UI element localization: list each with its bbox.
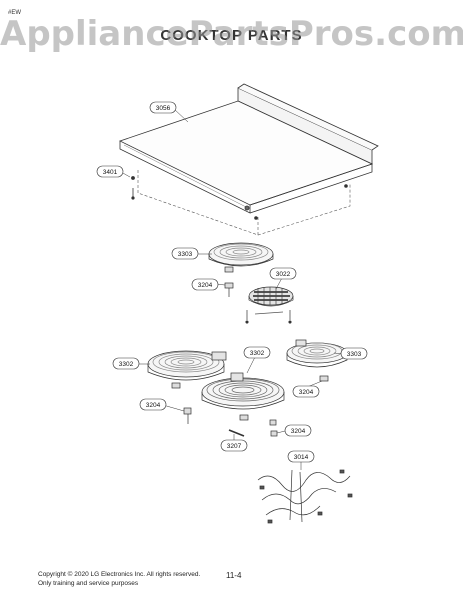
usage-note: Only training and service purposes <box>38 579 139 587</box>
callout-3204-bottom: 3204 <box>284 424 312 437</box>
callout-3014: 3014 <box>287 450 315 463</box>
callout-3401: 3401 <box>96 165 124 178</box>
cooktop-glass <box>118 100 374 206</box>
callout-3302-center: 3302 <box>243 346 271 359</box>
copyright-line: Copyright © 2020 LG Electronics Inc. All… <box>38 571 201 578</box>
svg-text:3302: 3302 <box>250 350 265 357</box>
screw-3401 <box>131 176 135 180</box>
callout-3302-left: 3302 <box>112 357 140 370</box>
callout-3204-a: 3204 <box>191 278 219 291</box>
svg-text:3014: 3014 <box>294 454 309 461</box>
callout-3303-top: 3303 <box>171 247 199 260</box>
svg-text:3204: 3204 <box>291 428 306 435</box>
cooktop-assembly <box>118 83 379 236</box>
page-number: 11-4 <box>226 571 242 580</box>
element-3022 <box>245 286 294 324</box>
svg-text:3204: 3204 <box>198 282 213 289</box>
callout-3207: 3207 <box>220 439 248 452</box>
svg-text:3303: 3303 <box>178 251 193 258</box>
svg-text:3303: 3303 <box>347 351 362 358</box>
svg-text:3401: 3401 <box>103 169 118 176</box>
svg-text:3022: 3022 <box>276 271 291 278</box>
burner-3303-top <box>208 242 274 273</box>
callout-3204-right: 3204 <box>292 385 320 398</box>
callout-3056: 3056 <box>149 101 177 114</box>
page-title: COOKTOP PARTS <box>160 27 303 44</box>
svg-text:3204: 3204 <box>299 389 314 396</box>
svg-text:3302: 3302 <box>119 361 134 368</box>
callout-3204-left: 3204 <box>139 398 167 411</box>
svg-text:3204: 3204 <box>146 402 161 409</box>
burner-3302-left <box>147 350 227 389</box>
watermark: AppliancePartsPros.com <box>0 14 463 54</box>
svg-text:3207: 3207 <box>227 443 242 450</box>
corner-tag: #EW <box>8 10 22 16</box>
svg-text:3056: 3056 <box>156 105 171 112</box>
burner-3302-center <box>201 372 285 426</box>
burner-box-outline <box>137 170 351 236</box>
copyright-footer: Copyright © 2020 LG Electronics Inc. All… <box>38 571 200 588</box>
wire-harness-3014 <box>257 469 353 524</box>
callout-3303-right: 3303 <box>340 347 368 360</box>
callout-3022: 3022 <box>269 267 297 280</box>
burner-3303-right <box>286 339 348 382</box>
